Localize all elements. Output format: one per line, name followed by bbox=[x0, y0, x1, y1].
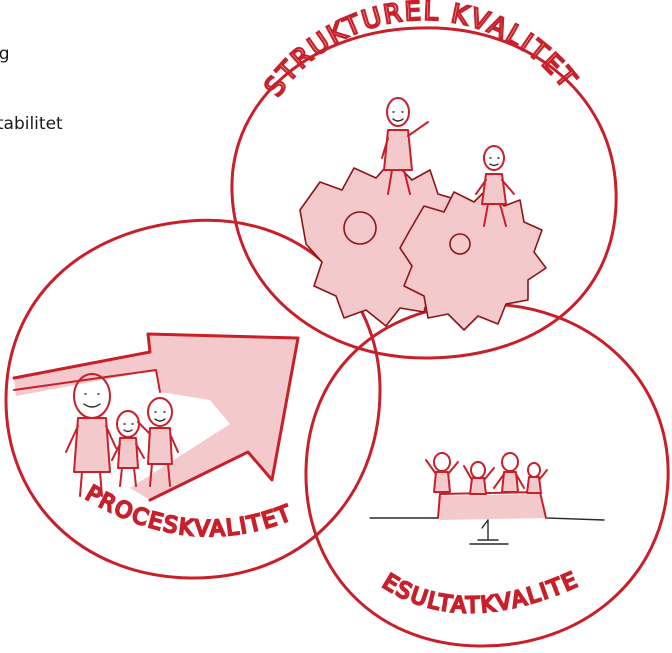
cut-text-line-1: ng bbox=[0, 44, 10, 64]
podium-icon bbox=[369, 491, 605, 545]
person-icon-structural-1 bbox=[381, 97, 429, 195]
person-icon-structural-2 bbox=[475, 145, 515, 227]
structural-quality-label: STRUKTUREL KVALITET bbox=[259, 0, 583, 102]
process-quality-label: PROCESKVALITET bbox=[81, 481, 296, 542]
people-icon bbox=[65, 373, 179, 497]
people-icon-result bbox=[425, 452, 548, 495]
gears-icon bbox=[299, 159, 547, 331]
cut-text-line-2: stabilitet bbox=[0, 114, 63, 134]
arrow-icon bbox=[12, 332, 300, 502]
result-quality-circle bbox=[304, 302, 670, 648]
structural-quality-circle bbox=[230, 26, 618, 360]
